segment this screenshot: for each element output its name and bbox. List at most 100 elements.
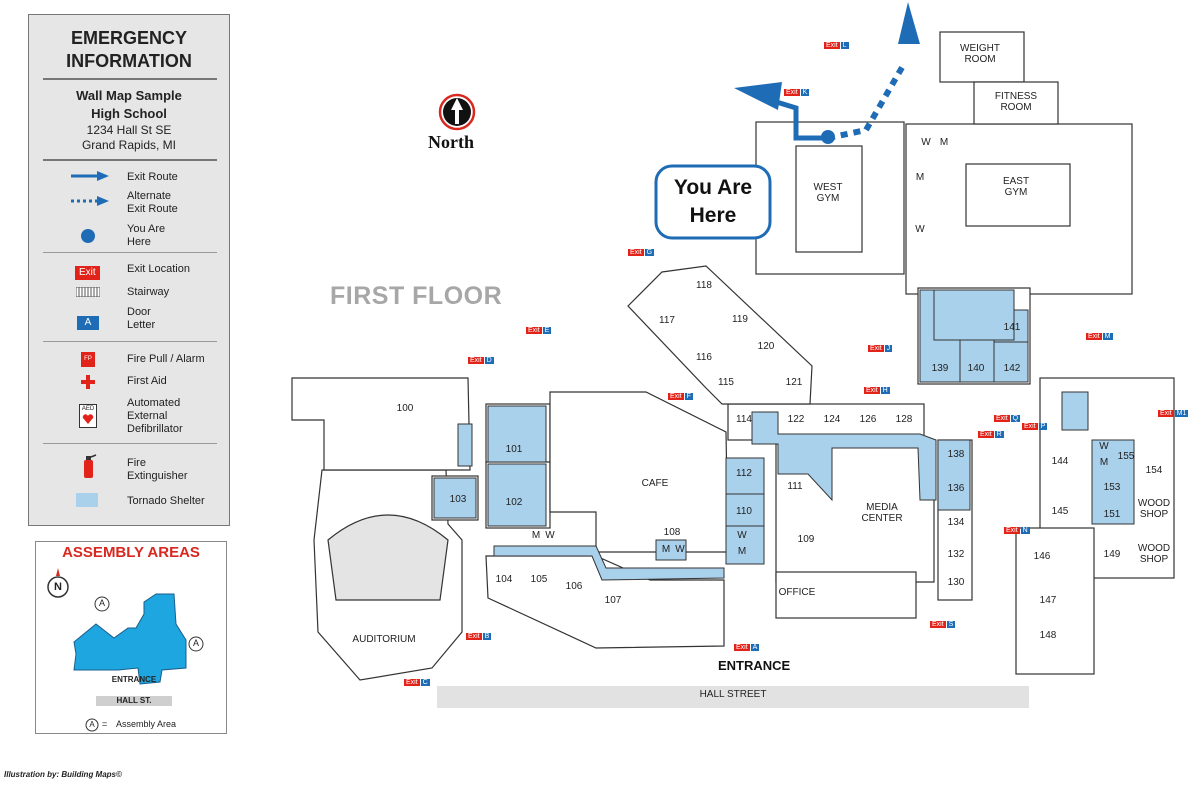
- floor-label: FIRST FLOOR: [330, 282, 503, 310]
- exit-tag-label: Exit: [75, 266, 100, 280]
- legend-tornado-shelter: Tornado Shelter: [127, 495, 205, 507]
- door-letter-n: N: [1020, 527, 1030, 534]
- legend-alternate-route-2: Exit Route: [127, 203, 178, 215]
- legend-title-line1: EMERGENCY: [70, 28, 187, 48]
- room-104: 104: [495, 574, 513, 585]
- room-140: 140: [967, 363, 985, 374]
- room-103: 103: [449, 494, 467, 505]
- room-117: 117: [659, 315, 675, 326]
- legend-aed-3: Defibrillator: [127, 423, 183, 435]
- shelter-137-north: [933, 289, 1015, 341]
- room-109: 109: [797, 534, 815, 545]
- hall-street-label: HALL STREET: [699, 689, 767, 700]
- first-aid-icon: [81, 375, 95, 389]
- restroom-m-4: M: [661, 544, 671, 555]
- assembly-key-equals: =: [102, 719, 108, 729]
- legend-you-are-here-1: You Are: [127, 223, 166, 235]
- legend-title-line2: INFORMATION: [66, 51, 192, 71]
- legend-divider: [43, 341, 217, 342]
- auditorium-seating: [327, 514, 449, 601]
- restroom-w-5: W: [737, 530, 747, 541]
- legend-door-1: Door: [127, 306, 151, 318]
- entrance-label: ENTRANCE: [718, 658, 791, 673]
- door-letter-r: R: [994, 431, 1004, 438]
- room-122: 122: [787, 414, 805, 425]
- door-letter-e: E: [542, 327, 552, 334]
- exit-tag-m1-word: Exit: [1158, 410, 1174, 417]
- room-wood1-line2: SHOP: [1139, 509, 1169, 520]
- room-west-gym-line1: WEST: [813, 182, 843, 193]
- room-cafe-label: CAFE: [641, 478, 669, 489]
- door-letter-m: M: [1102, 333, 1113, 340]
- door-letter-g: G: [644, 249, 655, 256]
- exit-tag-e-word: Exit: [526, 327, 542, 334]
- legend-aed-2: External: [127, 410, 168, 422]
- shelter-corridor-north: [751, 411, 937, 502]
- room-154: 154: [1145, 465, 1163, 476]
- room-118: 118: [696, 280, 712, 291]
- room-weight-line2: ROOM: [964, 54, 996, 65]
- room-126: 126: [859, 414, 877, 425]
- shelter-101: [487, 405, 547, 463]
- restroom-w-2: W: [915, 224, 925, 235]
- aed-icon: AED: [79, 404, 97, 428]
- shelter-corridor-south: [493, 545, 725, 581]
- room-west-gym-line2: GYM: [816, 193, 840, 204]
- room-media-line1: MEDIA: [866, 502, 898, 513]
- weight-room: [939, 31, 1025, 83]
- north-label: North: [428, 132, 474, 152]
- exit-tag-q-word: Exit: [994, 415, 1010, 422]
- room-office-label: OFFICE: [778, 587, 816, 598]
- room-weight-line1: WEIGHT: [960, 43, 1000, 54]
- restroom-m-6: M: [1099, 457, 1109, 468]
- you-are-here-callout: [654, 164, 772, 240]
- room-east-gym-line1: EAST: [1002, 176, 1030, 187]
- room-wood2-line2: SHOP: [1139, 554, 1169, 565]
- shelter-108-restrooms: [655, 539, 687, 561]
- tornado-shelter-swatch: [76, 493, 98, 507]
- legend-divider: [43, 78, 217, 80]
- assembly-areas-title: ASSEMBLY AREAS: [62, 544, 200, 561]
- legend-aed-1: Automated: [127, 397, 181, 409]
- room-media-line2: CENTER: [861, 513, 903, 524]
- school-name-line2: High School: [91, 106, 167, 121]
- room-145: 145: [1051, 506, 1069, 517]
- assembly-key-marker: A: [89, 720, 95, 729]
- door-letter-d: D: [484, 357, 494, 364]
- room-100-block: [291, 377, 471, 471]
- east-gym-building: [905, 123, 1133, 295]
- legend-divider: [43, 252, 217, 253]
- room-136: 136: [947, 483, 965, 494]
- assembly-area-marker-east: A: [192, 638, 199, 648]
- exit-tag-icon: Exit: [75, 262, 100, 280]
- restroom-m-1: M: [939, 137, 949, 148]
- door-letter-sample: A: [77, 316, 99, 330]
- fire-pull-icon: FP: [81, 352, 95, 367]
- room-153: 153: [1103, 482, 1121, 493]
- stairway-icon: [76, 287, 100, 297]
- room-112: 112: [736, 468, 752, 479]
- door-letter-icon: A: [77, 312, 99, 330]
- room-142: 142: [1003, 363, 1021, 374]
- you-are-here-line2: Here: [689, 204, 737, 227]
- door-letter-f: F: [684, 393, 693, 400]
- fitness-room: [973, 81, 1059, 125]
- restroom-w-4: W: [675, 544, 685, 555]
- restroom-w-1: W: [921, 137, 931, 148]
- legend-panel: EMERGENCY INFORMATION Wall Map Sample Hi…: [28, 14, 230, 526]
- fire-extinguisher-icon: [84, 454, 97, 478]
- assembly-entrance-label: ENTRANCE: [111, 675, 157, 684]
- room-wood2-line1: WOOD: [1137, 543, 1171, 554]
- assembly-north-letter: N: [54, 581, 62, 593]
